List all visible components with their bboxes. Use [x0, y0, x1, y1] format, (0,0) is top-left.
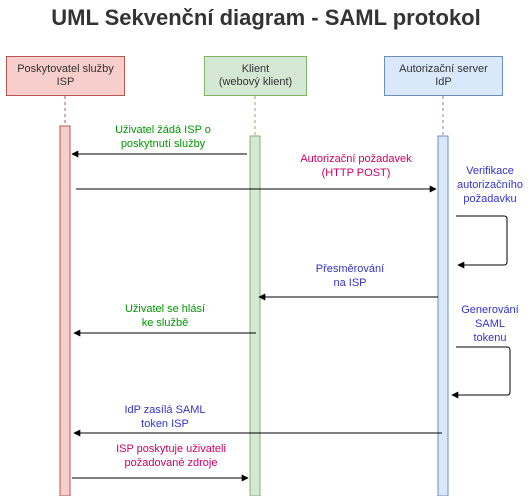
participant-isp: Poskytovatel služby ISP	[6, 56, 125, 96]
arrow-m3-self	[456, 215, 508, 269]
message-m5: Uživatel se hlásí ke službě	[124, 303, 206, 329]
message-m1: Uživatel žádá ISP o poskytnutí služby	[115, 124, 211, 150]
participant-idp-label: Autorizační server IdP	[399, 63, 488, 88]
page-title: UML Sekvenční diagram - SAML protokol	[51, 5, 481, 30]
message-m6: Generování SAML tokenu	[461, 304, 519, 344]
arrow-m6-self	[451, 346, 511, 399]
message-m8: ISP poskytuje uživateli požadované zdroj…	[116, 443, 226, 469]
activation-idp	[437, 135, 449, 496]
message-m7: IdP zasílá SAML token ISP	[124, 404, 206, 430]
activation-isp	[59, 125, 71, 496]
participant-client-label: Klient (webový klient)	[218, 63, 293, 88]
message-m2: Autorizační požadavek (HTTP POST)	[300, 153, 412, 179]
participant-idp: Autorizační server IdP	[384, 56, 503, 96]
participant-client: Klient (webový klient)	[204, 56, 307, 96]
message-m4: Přesměrování na ISP	[315, 263, 385, 289]
participant-isp-label: Poskytovatel služby ISP	[17, 63, 114, 88]
message-m3: Verifikace autorizačního požadavku	[456, 165, 524, 205]
activation-client	[249, 135, 261, 496]
